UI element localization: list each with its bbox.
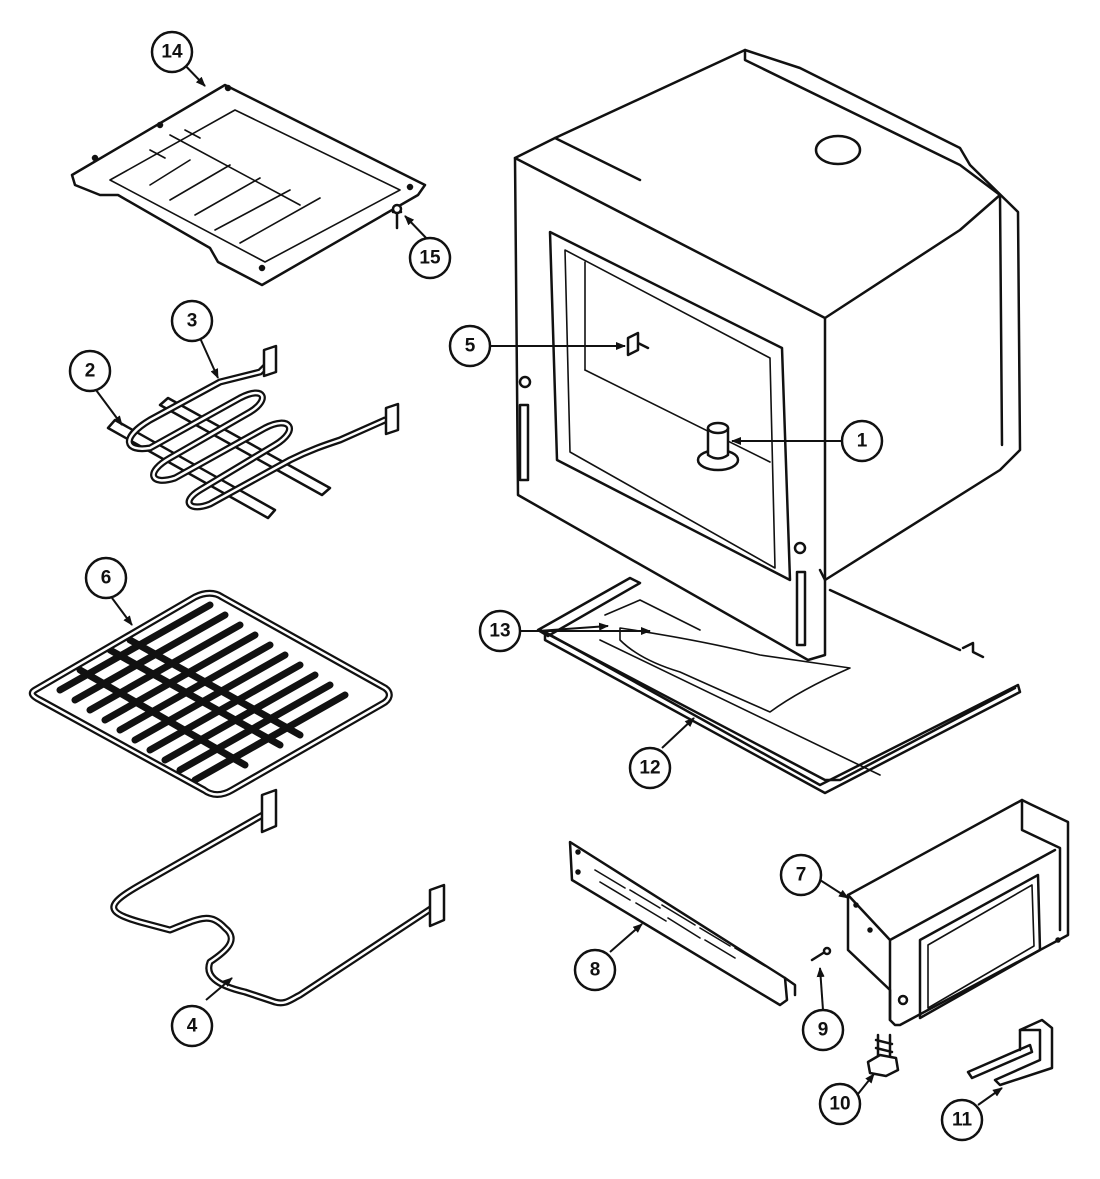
callout-11-label: 11	[952, 1110, 973, 1131]
callout-3: 3	[170, 299, 214, 343]
callout-14-label: 14	[161, 42, 183, 63]
callout-1: 1	[840, 419, 884, 463]
callout-12-label: 12	[639, 758, 660, 779]
leader-13c	[537, 622, 609, 632]
leader-2	[95, 389, 123, 426]
part-4-bake-element	[110, 788, 446, 1007]
callout-7-label: 7	[796, 865, 807, 886]
callout-12: 12	[628, 746, 672, 790]
part-7-kick-panel	[846, 798, 1070, 1027]
callout-2-label: 2	[85, 361, 96, 382]
part-9-screw	[810, 946, 832, 962]
part-10-leveling-leg	[866, 1033, 900, 1078]
callout-6-label: 6	[101, 568, 112, 589]
part-5-rack-support-clip	[626, 331, 650, 357]
part-15-screw	[391, 203, 403, 230]
callout-6: 6	[84, 556, 128, 600]
callout-7: 7	[779, 853, 823, 897]
callout-9: 9	[801, 1008, 845, 1052]
part-13-insulation	[619, 627, 851, 713]
callout-5: 5	[448, 324, 492, 368]
callout-2: 2	[68, 349, 112, 393]
leader-12	[661, 717, 695, 749]
leader-8	[609, 923, 643, 953]
callout-14: 14	[150, 30, 194, 74]
callout-3-label: 3	[187, 311, 198, 332]
leader-10	[857, 1073, 875, 1095]
leader-9	[816, 967, 825, 1011]
part-3-broil-element	[125, 344, 400, 511]
callout-4: 4	[170, 1004, 214, 1048]
part-6-oven-rack	[28, 589, 393, 798]
callout-4-label: 4	[187, 1016, 198, 1037]
part-1-oven-sensor	[696, 421, 740, 472]
callout-9-label: 9	[818, 1020, 829, 1041]
callout-1-label: 1	[857, 431, 868, 452]
callout-10: 10	[818, 1082, 862, 1126]
part-2-element-bracket	[106, 396, 332, 520]
part-8-vent-bracket	[568, 840, 797, 1007]
callout-15-label: 15	[419, 248, 441, 269]
callout-8: 8	[573, 948, 617, 992]
callout-8-label: 8	[590, 960, 601, 981]
callout-10-label: 10	[829, 1094, 850, 1115]
callout-5-label: 5	[465, 336, 476, 357]
leader-4	[205, 977, 233, 1001]
leader-6	[111, 597, 133, 626]
leader-11	[977, 1087, 1003, 1106]
oven-cavity	[513, 48, 1022, 662]
leader-7	[819, 879, 849, 899]
callout-11: 11	[940, 1098, 984, 1142]
part-12-oven-bottom	[536, 576, 1022, 795]
callout-leaders	[95, 57, 1003, 1106]
part-14-top-baffle-plate	[70, 83, 427, 287]
callout-13: 13	[478, 609, 522, 653]
callout-13-label: 13	[489, 621, 510, 642]
part-11-anti-tip-bracket	[966, 1018, 1054, 1087]
callout-15: 15	[408, 236, 452, 280]
leader-3	[199, 337, 219, 379]
